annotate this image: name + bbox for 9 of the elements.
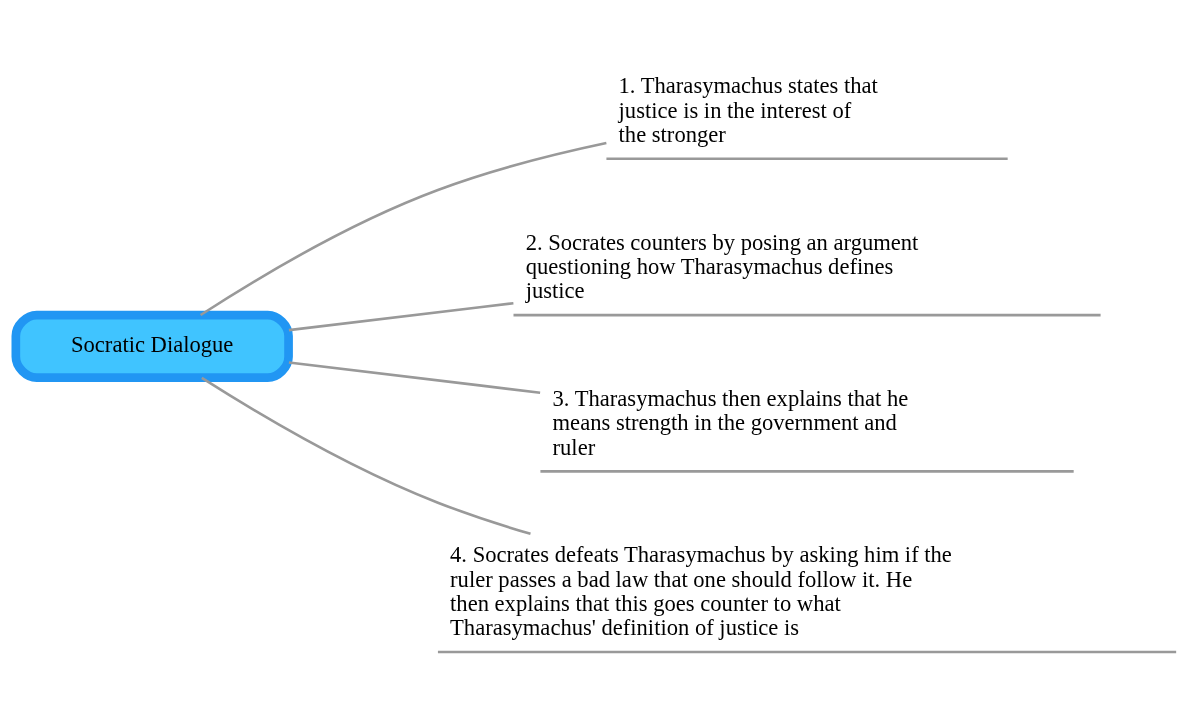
node-text: 2. Socrates counters by posing an argument questioning how Tharasymachus defines justice <box>525 229 919 303</box>
node-text: 4. Socrates defeats Tharasymachus by asking him if the ruler passes a bad law that one should follow it. He then explains that this goes counter to what Tharasymachus' definition of justice is <box>450 541 952 640</box>
connector <box>288 360 541 394</box>
node-box: Socratic Dialogue <box>11 310 293 382</box>
connector <box>288 301 514 331</box>
connector <box>201 376 531 535</box>
node-text: 1. Tharasymachus states that justice is in the interest of the stronger <box>618 72 878 147</box>
connector <box>199 141 607 316</box>
node-text: 3. Tharasymachus then explains that he means strength in the government and ruler <box>552 385 909 460</box>
